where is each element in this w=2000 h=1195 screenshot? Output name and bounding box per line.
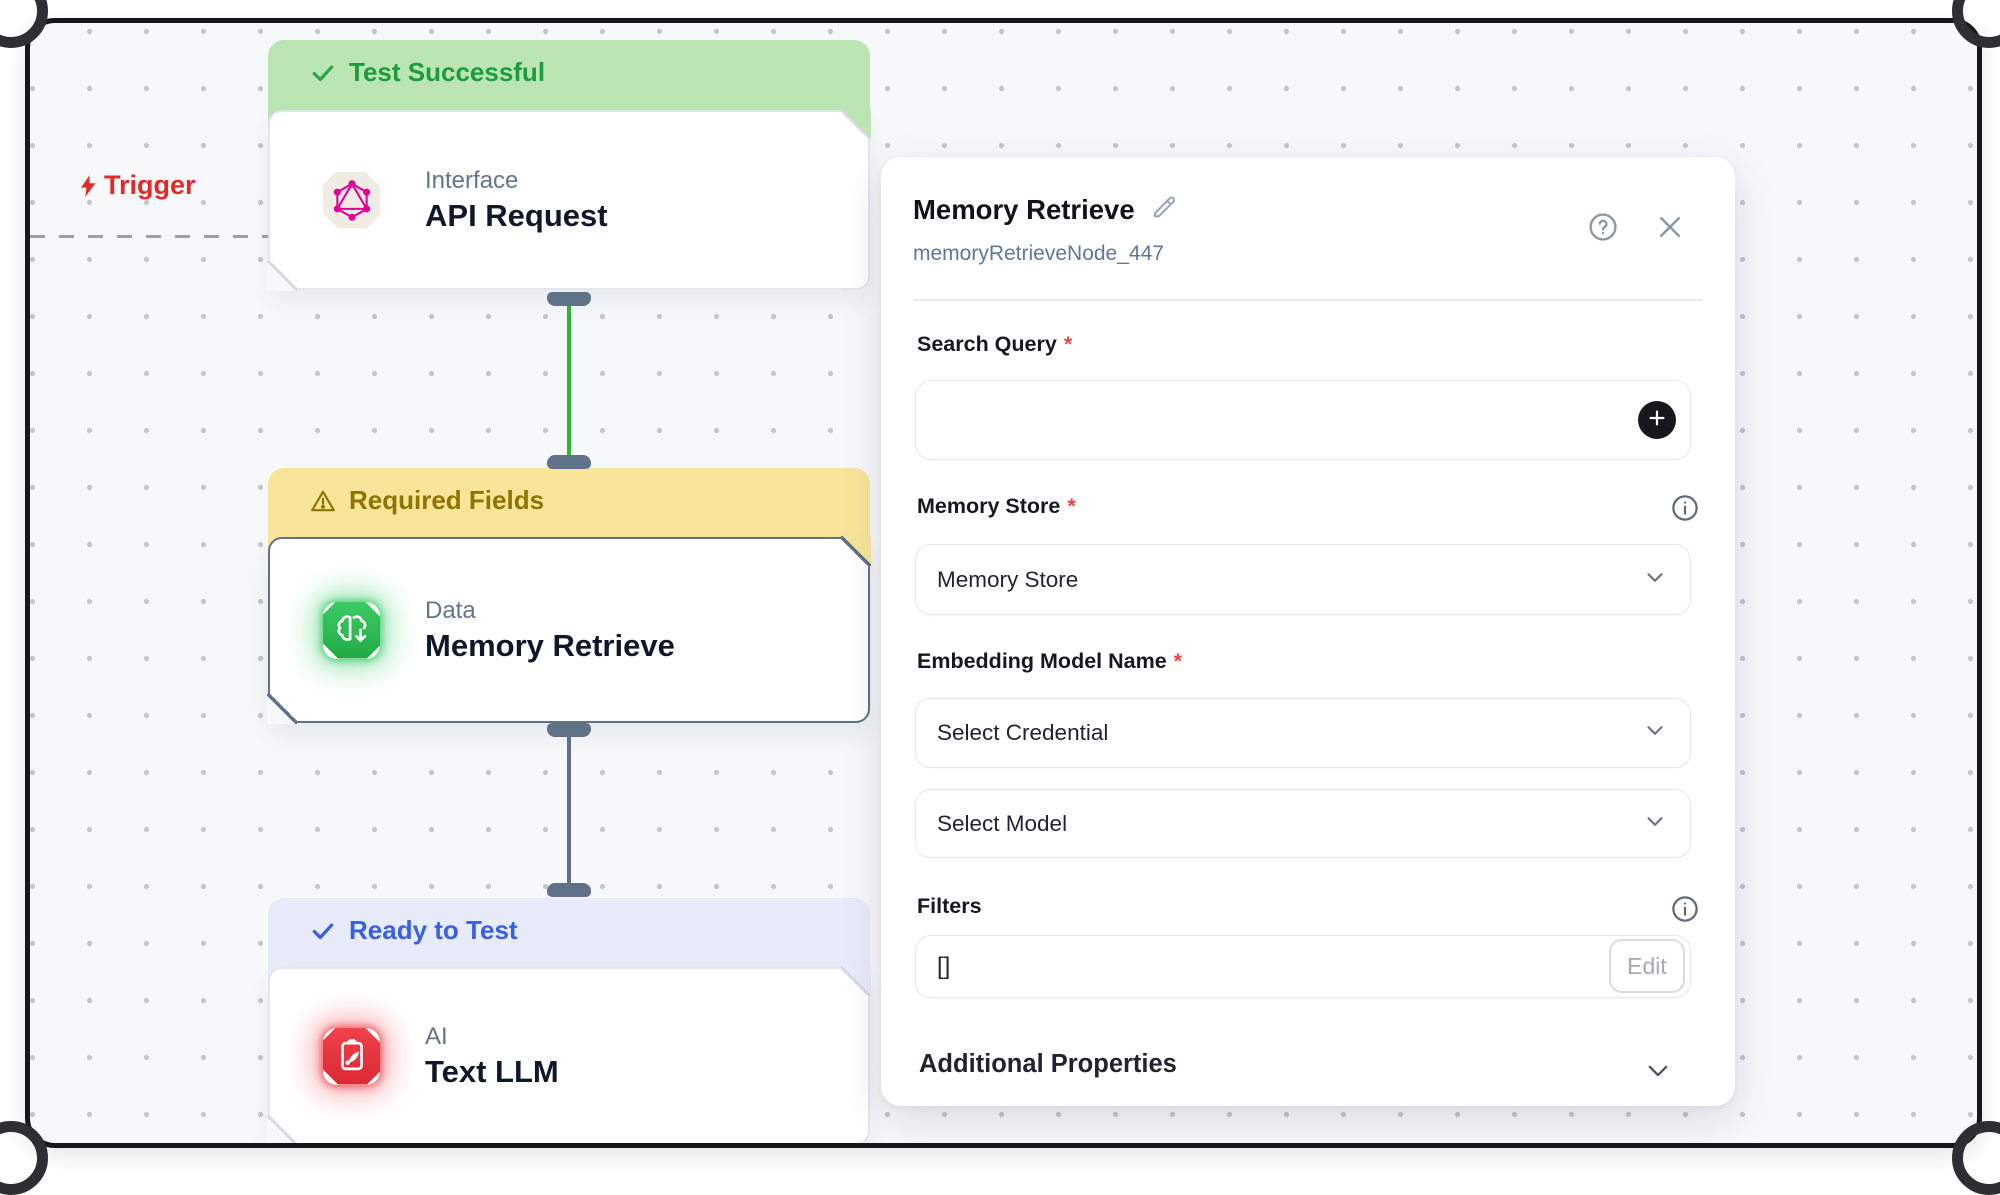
warning-icon	[311, 490, 335, 512]
close-icon[interactable]	[1653, 210, 1687, 244]
edge-memory-to-llm[interactable]	[567, 736, 571, 884]
node-title: Text LLM	[425, 1054, 559, 1089]
node-category: Interface	[425, 167, 519, 194]
trigger-edge-dashed	[30, 235, 270, 238]
node-title: API Request	[425, 198, 608, 233]
panel-title: Memory Retrieve	[913, 194, 1135, 225]
memory-store-label: Memory Store*	[917, 494, 1076, 518]
add-variable-button[interactable]	[1638, 401, 1676, 439]
additional-properties-header[interactable]: Additional Properties	[919, 1050, 1177, 1078]
memory-store-select[interactable]: Memory Store	[915, 544, 1691, 615]
workflow-canvas[interactable]: Trigger Test Successful	[25, 18, 1982, 1148]
info-icon[interactable]	[1670, 894, 1700, 924]
search-query-input[interactable]	[937, 406, 1668, 434]
check-icon	[312, 923, 334, 940]
check-icon	[312, 65, 334, 82]
filters-edit-button[interactable]: Edit	[1609, 939, 1685, 993]
node-category: AI	[425, 1023, 448, 1050]
node-config-panel: Memory Retrieve memoryRetrieveNode_447 S…	[881, 157, 1735, 1106]
embedding-model-name-label: Embedding Model Name*	[917, 649, 1183, 673]
panel-divider	[913, 299, 1703, 301]
output-handle-memory-retrieve[interactable]	[547, 723, 591, 737]
chevron-down-icon	[1642, 564, 1668, 596]
memory-retrieve-icon	[323, 602, 380, 659]
edit-title-pencil-icon[interactable]	[1150, 193, 1178, 226]
chevron-down-icon	[1642, 808, 1668, 840]
input-handle-memory-retrieve[interactable]	[547, 455, 591, 469]
info-icon[interactable]	[1670, 493, 1700, 523]
node-text-llm[interactable]: AI Text LLM	[267, 966, 871, 1143]
chevron-down-icon	[1642, 717, 1668, 749]
filters-field[interactable]: []	[915, 935, 1691, 998]
help-icon[interactable]	[1586, 210, 1620, 244]
panel-node-id: memoryRetrieveNode_447	[913, 242, 1164, 265]
credential-select[interactable]: Select Credential	[915, 698, 1691, 768]
search-query-label: Search Query*	[917, 332, 1073, 356]
graphql-icon	[323, 172, 380, 229]
search-query-field[interactable]	[915, 380, 1691, 460]
lightning-bolt-icon	[75, 172, 101, 200]
input-handle-text-llm[interactable]	[547, 883, 591, 897]
trigger-label-text: Trigger	[104, 170, 196, 200]
model-select[interactable]: Select Model	[915, 789, 1691, 858]
text-llm-icon	[323, 1028, 380, 1085]
filters-value: []	[937, 952, 951, 980]
plus-icon	[1646, 407, 1668, 434]
chevron-down-icon[interactable]	[1644, 1060, 1674, 1084]
node-memory-retrieve[interactable]: Data Memory Retrieve	[267, 536, 871, 724]
node-category: Data	[425, 597, 476, 624]
node-api-request[interactable]: Interface API Request	[267, 109, 871, 291]
trigger-label: Trigger	[75, 170, 196, 201]
node-title: Memory Retrieve	[425, 628, 675, 663]
edge-api-to-memory[interactable]	[567, 305, 571, 456]
filters-label: Filters	[917, 894, 982, 918]
output-handle-api-request[interactable]	[547, 292, 591, 306]
